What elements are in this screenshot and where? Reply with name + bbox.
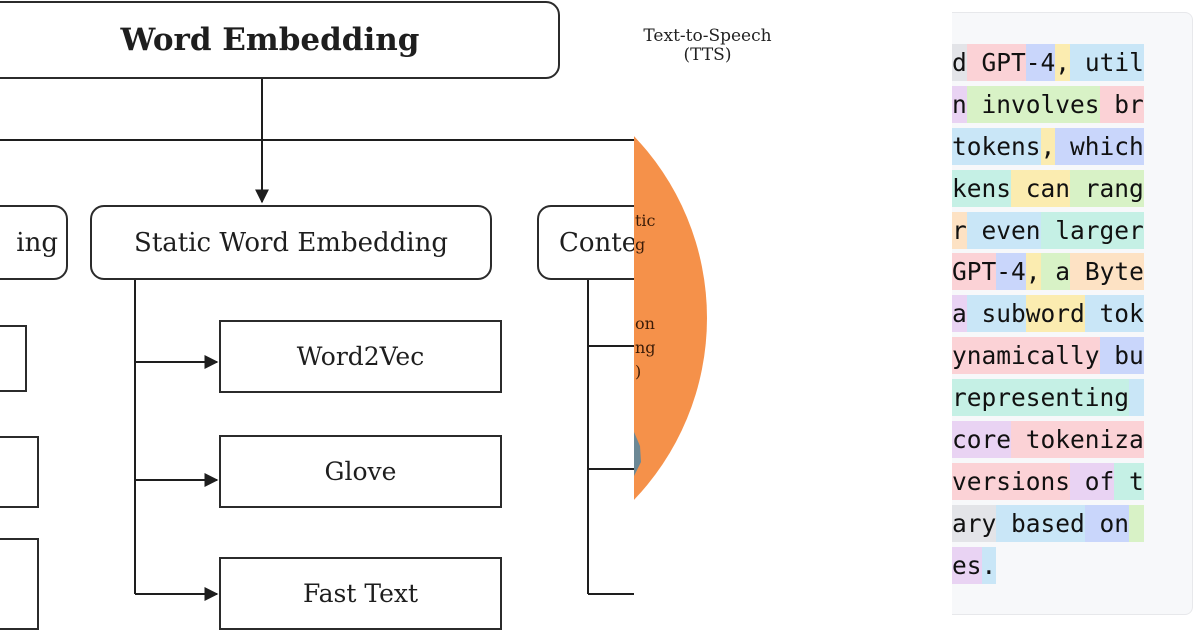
tts-graphic-panel: Text-to-Speech (TTS) tic g on ng ) bbox=[634, 0, 930, 630]
token-chip: can bbox=[1011, 169, 1071, 207]
token-chip: , bbox=[1025, 253, 1041, 291]
left-category-node: ing bbox=[0, 205, 68, 280]
token-chip: d bbox=[952, 44, 967, 81]
token-chip: core bbox=[952, 421, 1012, 459]
token-chip: tokeniza bbox=[1011, 421, 1144, 459]
token-chip: , bbox=[1040, 127, 1056, 165]
circle-text-fragment: ng bbox=[635, 338, 656, 357]
token-chip: a bbox=[952, 295, 967, 333]
leaf-label-word2vec: Word2Vec bbox=[296, 342, 425, 371]
token-chip: bu bbox=[1099, 337, 1144, 375]
token-line: versions of t bbox=[952, 461, 1144, 503]
left-leaf-node bbox=[0, 538, 39, 630]
word-embedding-diagram: Word Embedding ing Static Word Embedding… bbox=[0, 0, 640, 630]
token-line: ary based on bbox=[952, 503, 1144, 545]
leaf-node-glove: Glove bbox=[219, 435, 502, 508]
token-chip: es bbox=[952, 546, 982, 584]
static-word-embedding-node: Static Word Embedding bbox=[90, 205, 492, 280]
leaf-label-glove: Glove bbox=[324, 457, 397, 486]
leaf-node-fasttext: Fast Text bbox=[219, 557, 502, 630]
circle-text-fragment: on bbox=[635, 314, 655, 333]
token-chip: Byte bbox=[1070, 253, 1144, 291]
token-chip: even bbox=[966, 211, 1041, 249]
token-line: kens can rang bbox=[952, 168, 1144, 210]
token-chip: -4 bbox=[1025, 44, 1056, 81]
token-line: n involves br bbox=[952, 84, 1144, 126]
root-node-word-embedding: Word Embedding bbox=[0, 1, 560, 79]
circle-text-fragment: g bbox=[635, 235, 646, 254]
token-chip: ary bbox=[952, 504, 997, 542]
token-chip: , bbox=[1055, 44, 1071, 81]
token-chip: sub bbox=[966, 295, 1026, 333]
token-line: es. bbox=[952, 545, 1144, 587]
token-chip: on bbox=[1084, 504, 1130, 542]
tts-graphic bbox=[634, 136, 707, 500]
tts-title: Text-to-Speech (TTS) bbox=[634, 27, 781, 65]
token-line: a subword tok bbox=[952, 293, 1144, 335]
leaf-label-fasttext: Fast Text bbox=[302, 579, 419, 608]
orange-circle-shape bbox=[634, 136, 707, 500]
token-chip: r bbox=[952, 211, 967, 249]
token-chip: -4 bbox=[996, 253, 1026, 291]
diagram-connectors bbox=[0, 79, 640, 601]
token-chip: tok bbox=[1084, 295, 1144, 333]
left-leaf-node bbox=[0, 325, 27, 392]
token-line: representing bbox=[952, 377, 1144, 419]
token-chip: util bbox=[1070, 44, 1144, 81]
token-chip: rang bbox=[1070, 169, 1144, 207]
token-line: GPT-4, a Byte bbox=[952, 251, 1144, 293]
token-chip: involves bbox=[966, 85, 1100, 123]
token-chip: kens bbox=[952, 169, 1012, 207]
token-line: tokens, which bbox=[952, 126, 1144, 168]
token-chip: of bbox=[1070, 462, 1115, 500]
token-chip: representing bbox=[952, 379, 1130, 417]
token-chip bbox=[1129, 379, 1144, 417]
static-word-embedding-label: Static Word Embedding bbox=[134, 227, 448, 258]
token-chip: larger bbox=[1040, 211, 1144, 249]
root-node-label: Word Embedding bbox=[120, 22, 420, 58]
token-chip: n bbox=[952, 85, 967, 123]
tts-title-line2: (TTS) bbox=[683, 45, 732, 65]
token-chip: t bbox=[1114, 462, 1144, 500]
tts-title-line1: Text-to-Speech bbox=[643, 26, 772, 46]
token-line: core tokeniza bbox=[952, 419, 1144, 461]
token-chip: GPT bbox=[952, 253, 997, 291]
blue-segment-shape bbox=[634, 432, 641, 476]
token-chip: GPT bbox=[966, 44, 1026, 81]
left-category-label: ing bbox=[16, 227, 58, 258]
token-chip: versions bbox=[952, 462, 1071, 500]
token-chip: a bbox=[1040, 253, 1071, 291]
circle-text-fragment: tic bbox=[635, 211, 656, 230]
contextual-embedding-node: Conte bbox=[537, 205, 640, 280]
token-chip: word bbox=[1025, 295, 1085, 333]
token-chip: based bbox=[996, 504, 1085, 542]
token-line: d GPT-4, util bbox=[952, 42, 1144, 84]
circle-text-fragment: ) bbox=[635, 362, 642, 381]
token-chip: tokens bbox=[952, 127, 1041, 165]
token-chip bbox=[1129, 504, 1144, 542]
leaf-node-word2vec: Word2Vec bbox=[219, 320, 502, 393]
left-leaf-node bbox=[0, 436, 39, 508]
token-chip: . bbox=[981, 546, 997, 584]
token-chip: ynamically bbox=[952, 337, 1100, 375]
token-chip: which bbox=[1055, 127, 1144, 165]
token-line: ynamically bu bbox=[952, 335, 1144, 377]
contextual-embedding-label: Conte bbox=[559, 227, 638, 258]
token-line: r even larger bbox=[952, 210, 1144, 252]
token-chip: br bbox=[1099, 85, 1144, 123]
